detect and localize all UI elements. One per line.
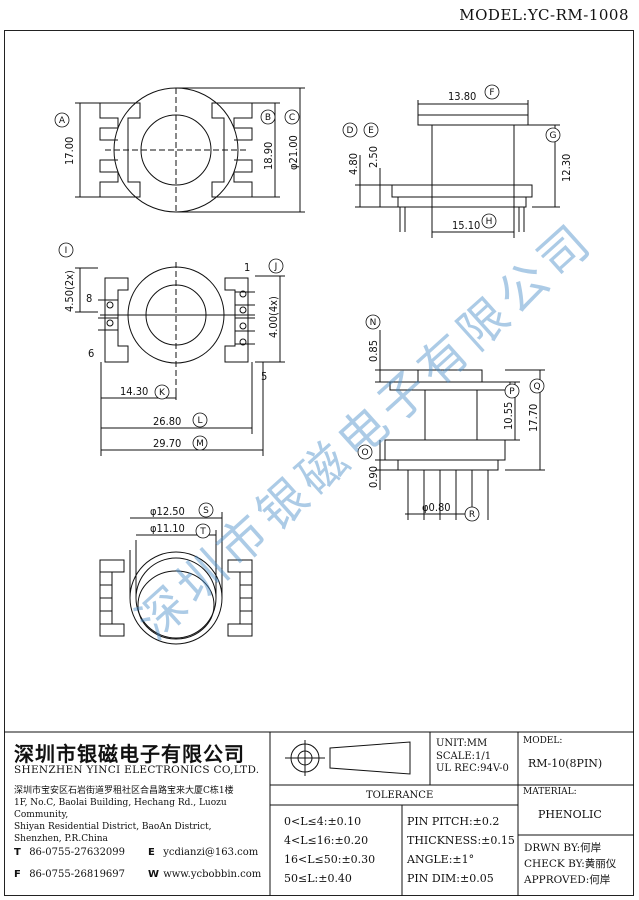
dim-H: 15.10 [452,219,480,232]
material-value: PHENOLIC [538,808,602,821]
material-label: MATERIAL: [523,787,577,797]
email-address: ycdianzi@163.com [163,847,259,858]
pin-5: 5 [261,370,267,383]
dim-N: 0.85 [367,340,380,362]
dim-B: 18.90 [262,142,275,170]
dim-D: 4.80 [347,153,360,175]
tolerance-row: 16<L≤50:±0.30 [284,853,376,866]
svg-text:S: S [203,506,209,516]
tolerance-row: 50≤L:±0.40 [284,872,352,885]
tel-label: T [14,847,21,858]
drawn-by: DRWN BY:何岸 [524,842,602,854]
dim-Q: 17.70 [527,404,540,432]
tolerance-row: 0<L≤4:±0.10 [284,815,362,828]
pin-dim-tolerance: PIN DIM:±0.05 [407,872,494,885]
dim-G: 12.30 [560,154,573,182]
title-block-grid [4,731,634,896]
pin-1: 1 [244,261,250,274]
tolerance-other-list: PIN PITCH:±0.2 THICKNESS:±0.15 ANGLE:±1°… [407,812,515,888]
unit-text: UNIT:MM [436,738,488,749]
svg-text:N: N [370,318,377,328]
svg-text:I: I [65,246,68,256]
svg-text:P: P [509,387,515,397]
fax-label: F [14,869,21,880]
side-view-2 [375,330,545,520]
svg-text:D: D [347,126,354,136]
dim-O: 0.90 [367,466,380,488]
svg-text:L: L [197,416,202,426]
svg-text:R: R [469,510,475,520]
web-label: W [148,869,160,880]
fax-number: 86-0755-26819697 [29,869,126,880]
dim-I: 4.50(2x) [63,270,76,312]
svg-text:Q: Q [533,382,540,392]
drawing-frame [4,30,634,896]
tolerance-length-list: 0<L≤4:±0.10 4<L≤16:±0.20 16<L≤50:±0.30 5… [284,812,375,888]
tel-number: 86-0755-27632099 [29,847,126,858]
dim-S: φ12.50 [150,505,185,518]
dim-J: 4.00(4x) [267,296,280,338]
side-view-1 [355,100,560,238]
approval-block: DRWN BY:何岸 CHECK BY:黄丽仪 APPROVED:何岸 [524,840,616,888]
pin-pitch-tolerance: PIN PITCH:±0.2 [407,815,500,828]
dim-F: 13.80 [448,90,476,103]
model-label: MODEL: [523,736,563,746]
angle-tolerance: ANGLE:±1° [407,853,475,866]
email-label: E [148,847,155,858]
svg-text:K: K [159,388,166,398]
dim-E: 2.50 [367,146,380,168]
svg-text:J: J [274,262,278,272]
address-en-line1: 1F, No.C, Baolai Building, Hechang Rd., … [14,798,227,820]
top-view-1 [75,87,305,213]
units-block: UNIT:MM SCALE:1/1 UL REC:94V-0 [436,738,509,776]
company-name-en: SHENZHEN YINCI ELECTRONICS CO,LTD. [14,764,260,776]
scale-text: SCALE:1/1 [436,750,492,762]
company-address: 深圳市宝安区石岩街道罗租社区合昌路宝来大厦C栋1楼 1F, No.C, Baol… [14,785,264,845]
thickness-tolerance: THICKNESS:±0.15 [407,834,515,847]
tolerance-row: 4<L≤16:±0.20 [284,834,369,847]
svg-text:G: G [550,131,557,141]
dim-R: φ0.80 [422,501,451,514]
svg-text:H: H [486,217,493,227]
model-header: MODEL:YC-RM-1008 [459,6,629,24]
dim-K: 14.30 [120,385,148,398]
dim-T: φ11.10 [150,522,185,535]
dim-P: 10.55 [502,402,515,430]
dim-C: φ21.00 [287,135,300,170]
dim-M: 29.70 [153,437,181,450]
ul-rec-text: UL REC:94V-0 [436,763,509,774]
approved-by: APPROVED:何岸 [524,874,611,886]
svg-text:C: C [289,113,295,123]
address-en-line3: Shenzhen, P.R.China [14,834,108,844]
svg-text:B: B [265,113,271,123]
dim-L: 26.80 [153,415,181,428]
company-name-cn: 深圳市银磁电子有限公司 [14,742,245,766]
svg-text:T: T [199,527,206,537]
tolerance-title: TOLERANCE [366,790,434,801]
checked-by: CHECK BY:黄丽仪 [524,858,617,870]
address-en-line2: Shiyan Residential District, BaoAn Distr… [14,822,212,832]
top-view-2 [99,512,253,645]
svg-text:M: M [196,439,204,449]
svg-text:E: E [368,126,374,136]
pin-8: 8 [86,292,92,305]
address-cn: 深圳市宝安区石岩街道罗租社区合昌路宝来大厦C栋1楼 [14,786,234,796]
dim-A: 17.00 [63,137,76,165]
svg-text:F: F [489,88,494,98]
pin-6: 6 [88,347,94,360]
svg-text:O: O [361,448,368,458]
model-value: RM-10(8PIN) [528,757,603,770]
website: www.ycbobbin.com [163,869,262,880]
svg-text:A: A [59,116,66,126]
